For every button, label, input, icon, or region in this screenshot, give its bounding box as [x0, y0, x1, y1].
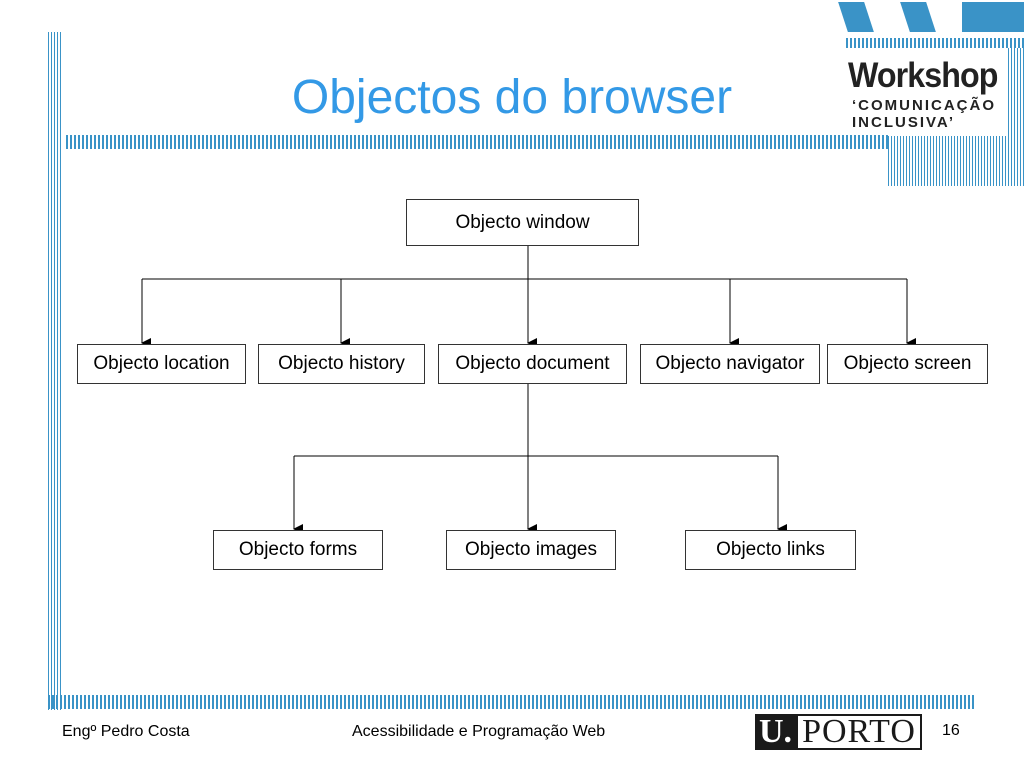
node-window: Objecto window	[406, 199, 639, 246]
uporto-logo-u: U.	[755, 713, 797, 750]
footer-author: Engº Pedro Costa	[62, 723, 190, 740]
node-location: Objecto location	[77, 344, 246, 384]
logo-comunicacao-text: ‘COMUNICAÇÃO	[852, 97, 996, 114]
slide-title: Objectos do browser	[291, 71, 733, 124]
node-history: Objecto history	[258, 344, 425, 384]
logo-stripe-bottom	[888, 136, 1008, 186]
logo-stripe-right	[1008, 48, 1024, 186]
title-underline-stripe	[66, 135, 888, 149]
node-document: Objecto document	[438, 344, 627, 384]
logo-stripe-top	[846, 38, 1024, 48]
left-vertical-stripe	[48, 32, 62, 710]
node-screen: Objecto screen	[827, 344, 988, 384]
logo-inclusiva-text: INCLUSIVA’	[852, 114, 956, 131]
node-forms: Objecto forms	[213, 530, 383, 570]
node-navigator: Objecto navigator	[640, 344, 820, 384]
page-number: 16	[942, 722, 960, 739]
logo-bar-3	[962, 2, 1024, 32]
node-images: Objecto images	[446, 530, 616, 570]
uporto-logo-porto: PORTO	[796, 713, 922, 750]
uporto-logo: U. PORTO	[755, 713, 922, 750]
footer-stripe	[48, 695, 974, 709]
node-links: Objecto links	[685, 530, 856, 570]
logo-workshop-text: Workshop	[848, 56, 998, 95]
footer-course: Acessibilidade e Programação Web	[352, 723, 606, 740]
